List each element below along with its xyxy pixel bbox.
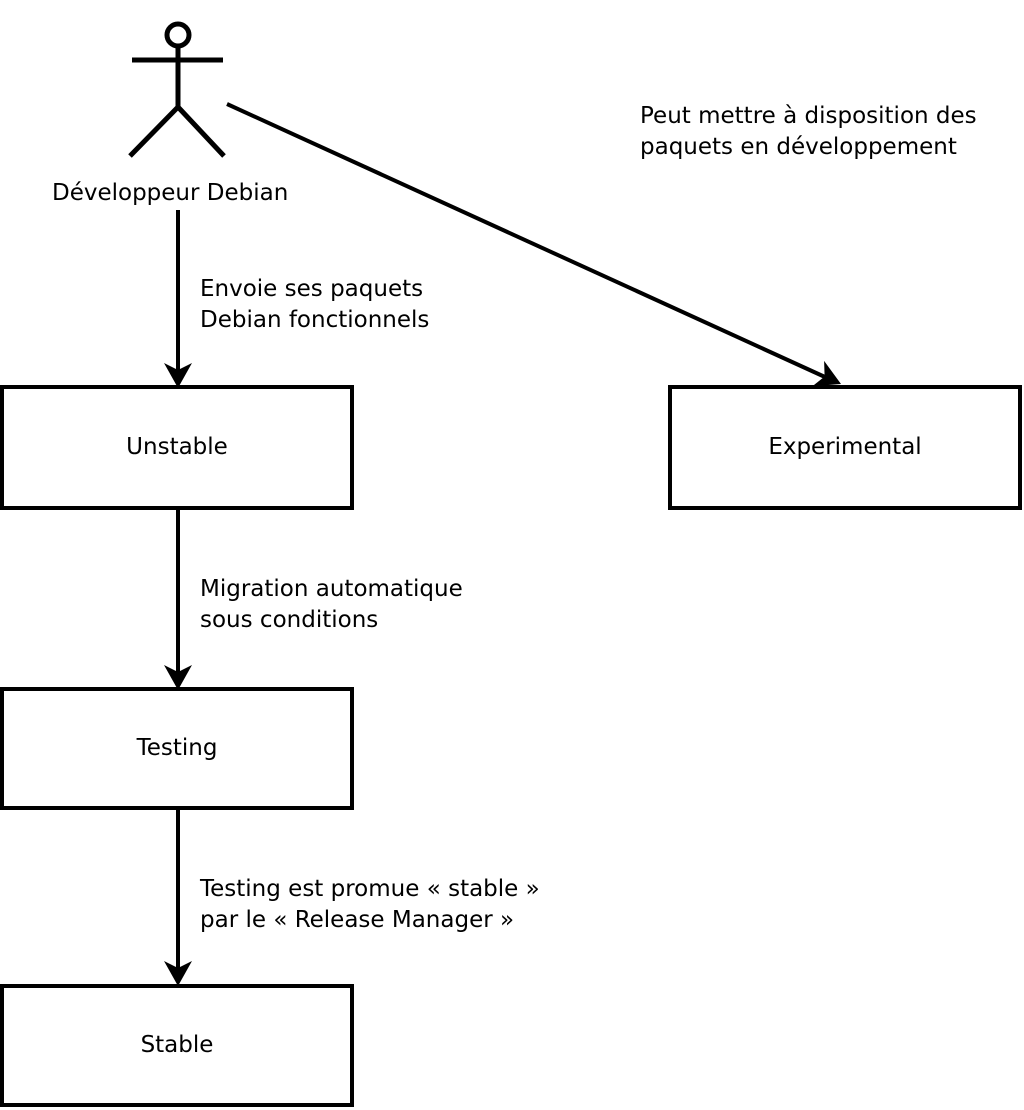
node-stable-label: Stable: [140, 1032, 214, 1058]
edge-label-line: Debian fonctionnels: [200, 307, 430, 333]
node-stable: Stable: [0, 984, 354, 1107]
edge-label-developer-to-unstable: Envoie ses paquets Debian fonctionnels: [200, 274, 429, 336]
edge-label-line: Migration automatique: [200, 576, 463, 602]
node-testing: Testing: [0, 687, 354, 810]
edge-label-line: Peut mettre à disposition des: [640, 103, 977, 129]
arrowhead-down-icon: [164, 961, 192, 986]
edge-label-line: par le « Release Manager »: [200, 907, 515, 933]
arrow-developer-to-unstable: [164, 210, 192, 388]
edge-label-testing-to-stable: Testing est promue « stable » par le « R…: [200, 874, 540, 936]
arrowhead-down-icon: [164, 665, 192, 690]
node-unstable-label: Unstable: [126, 434, 228, 460]
edge-label-unstable-to-testing: Migration automatique sous conditions: [200, 574, 463, 636]
actor-left-leg: [128, 105, 180, 158]
actor-label: Développeur Debian: [52, 180, 289, 206]
node-experimental-label: Experimental: [768, 434, 922, 460]
edge-label-line: paquets en développement: [640, 134, 957, 160]
node-testing-label: Testing: [136, 735, 218, 761]
arrowhead-diagonal-icon: [812, 360, 841, 387]
actor-right-leg: [176, 105, 226, 158]
node-experimental: Experimental: [668, 385, 1022, 510]
edge-label-line: sous conditions: [200, 607, 379, 633]
edge-label-line: Testing est promue « stable »: [200, 876, 540, 902]
arrow-testing-to-stable: [164, 810, 192, 986]
node-unstable: Unstable: [0, 385, 354, 510]
arrowhead-down-icon: [164, 363, 192, 388]
arrow-developer-to-experimental: [226, 102, 841, 387]
developer-actor-icon: [128, 21, 226, 158]
edge-label-developer-to-experimental: Peut mettre à disposition des paquets en…: [640, 101, 977, 163]
edge-label-line: Envoie ses paquets: [200, 276, 424, 302]
actor-head: [164, 21, 192, 49]
arrow-unstable-to-testing: [164, 510, 192, 690]
